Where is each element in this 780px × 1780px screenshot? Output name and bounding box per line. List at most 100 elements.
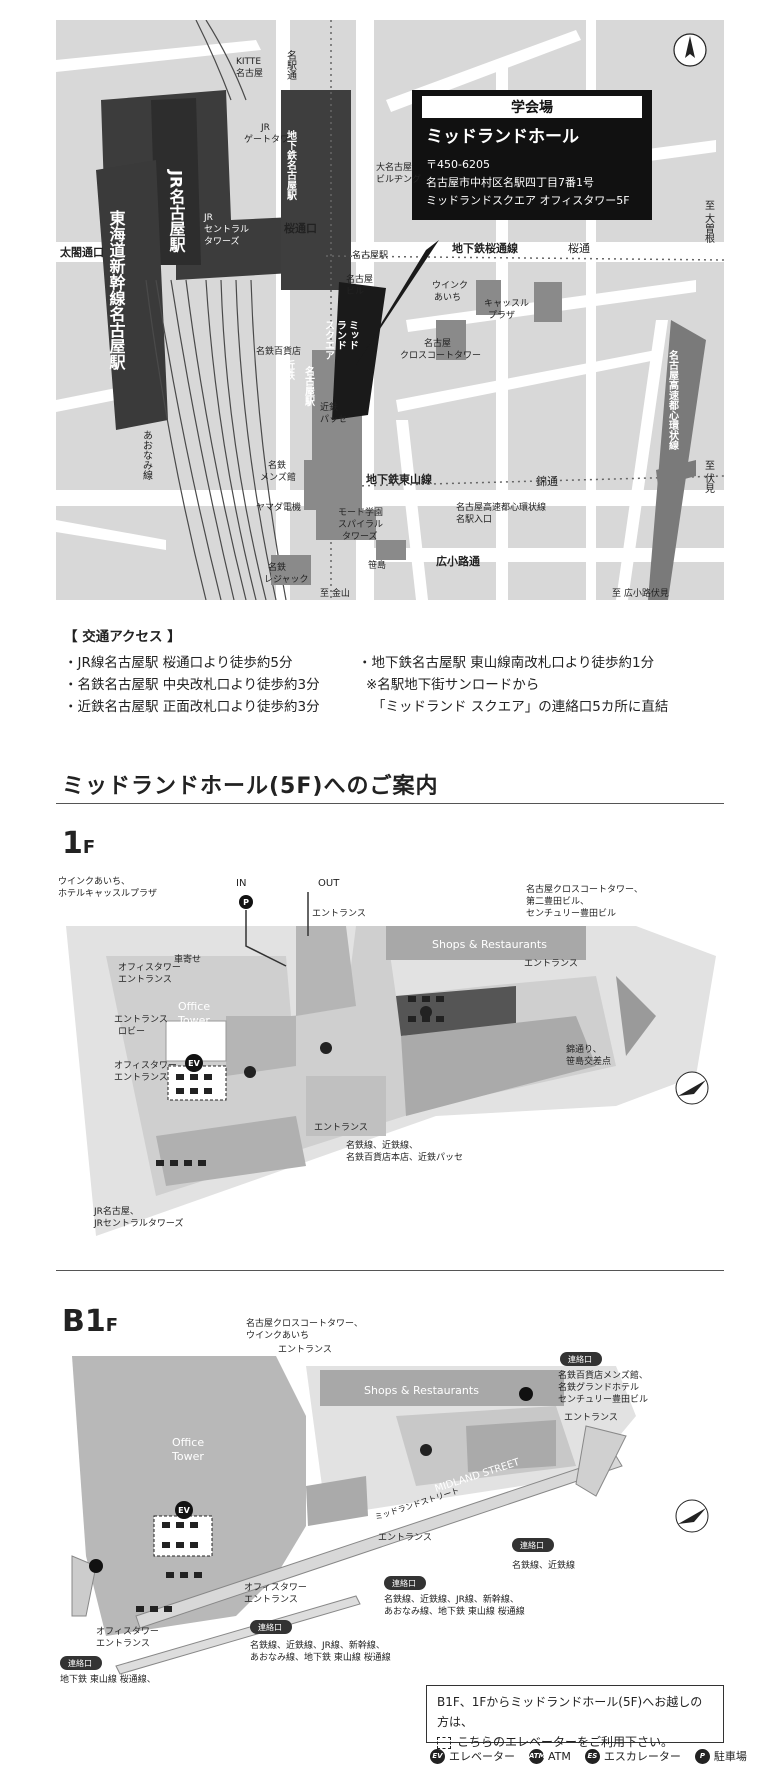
b1-renraku-2: 連絡口 <box>520 1540 544 1550</box>
access-right-1: ※名駅地下街サンロードから <box>366 677 540 693</box>
b1-office-ent2-2: エントランス <box>96 1638 150 1649</box>
f1-office-ent2: オフィスタワー <box>114 1060 177 1071</box>
f1-nishiki: 錦通り、 <box>566 1043 602 1055</box>
label-kintetsu: 近鉄 <box>283 359 295 381</box>
label-mode-3: タワーズ <box>342 530 378 542</box>
f1-office-tower: Office <box>178 1000 210 1013</box>
f1-office-tower-2: Tower <box>177 1014 210 1027</box>
b1-office-ent-2: エントランス <box>244 1594 298 1605</box>
label-nishiki: 錦通 <box>536 474 558 488</box>
b1-lines-c: 名鉄線、近鉄線、JR線、新幹線、 <box>250 1639 385 1651</box>
b1-office-tower: Office <box>172 1436 204 1449</box>
access-right-0: ・地下鉄名古屋駅 東山線南改札口より徒歩約1分 <box>358 655 655 671</box>
area-map: 学会場 ミッドランドホール 〒450-6205 名古屋市中村区名駅四丁目7番1号… <box>56 20 724 600</box>
f1-wink-2: ホテルキャッスルプラザ <box>58 888 157 899</box>
label-jrct-2: セントラル <box>204 224 249 235</box>
legend-atm-label: ATM <box>548 1749 571 1763</box>
b1-renraku-1: 連絡口 <box>568 1354 592 1364</box>
access-left-2: ・近鉄名古屋駅 正面改札口より徒歩約3分 <box>64 699 320 715</box>
access-right-2: 「ミッドランド スクエア」の連絡口5カ所に直結 <box>372 699 669 715</box>
venue-header: 学会場 <box>511 99 553 116</box>
f1-lobby: エントランス <box>114 1014 168 1025</box>
svg-text:EV: EV <box>178 1506 190 1515</box>
venue-address-1: 名古屋市中村区名駅四丁目7番1号 <box>426 175 594 189</box>
label-nagoya-eki: 名古屋駅 <box>352 249 388 261</box>
label-cross-2: クロスコートタワー <box>400 350 481 361</box>
label-dai-nagoya-2: ビルヂング <box>376 173 421 185</box>
floor-1f-suffix: F <box>82 837 96 858</box>
atm-icon <box>89 1387 533 1573</box>
floor-1f-label: 1F <box>62 826 95 861</box>
floor-b1f-map: EV 連絡口 連絡口 連絡口 連絡口 連絡口 名古屋クロスコートタワー、 ウイン… <box>60 1317 709 1685</box>
f1-wink: ウインクあいち、 <box>58 876 130 887</box>
f1-cross: 名古屋クロスコートタワー、 <box>526 883 643 895</box>
label-sakura-line: 地下鉄桜通線 <box>452 241 518 255</box>
b1-lines-b: 名鉄線、近鉄線、JR線、新幹線、 <box>384 1593 519 1605</box>
north-arrow-icon <box>673 33 707 67</box>
label-dai-nagoya: 大名古屋 <box>376 161 412 173</box>
elevator-icon: EV <box>430 1748 445 1764</box>
label-chikatetsu: 地下鉄名古屋駅 <box>285 129 298 201</box>
label-mens: 名鉄 <box>268 459 286 471</box>
label-shinkansen: 東海道新幹線名古屋駅 <box>107 209 127 371</box>
label-meieki: 名駅通 <box>285 49 297 80</box>
f1-entrance-top: エントランス <box>312 908 366 919</box>
label-meitetsu-dept: 名鉄百貨店 <box>256 345 301 357</box>
b1-office-tower-2: Tower <box>171 1450 204 1463</box>
label-aonami: あおなみ線 <box>141 430 153 480</box>
parking-legend-icon: P <box>694 1748 710 1764</box>
access-left-1: ・名鉄名古屋駅 中央改札口より徒歩約3分 <box>64 677 320 693</box>
f1-office-ent: オフィスタワー <box>118 962 181 973</box>
label-in: IN <box>236 878 246 889</box>
access-left: ・JR線名古屋駅 桜通口より徒歩約5分 ・名鉄名古屋駅 中央改札口より徒歩約3分… <box>64 652 320 718</box>
label-castle: キャッスル <box>484 299 529 309</box>
b1-entrance-right: エントランス <box>564 1412 618 1423</box>
label-jr-gate-2: ゲートタワー <box>244 133 298 145</box>
label-hirokoji-to: 至 広小路伏見 <box>612 587 669 599</box>
legend-p-label: 駐車場 <box>713 1750 747 1763</box>
b1-office-ent: オフィスタワー <box>244 1582 307 1593</box>
access-right: ・地下鉄名古屋駅 東山線南改札口より徒歩約1分 ※名駅地下街サンロードから 「ミ… <box>358 652 668 718</box>
label-mode: モード学園 <box>338 506 383 518</box>
label-midland-3: スクエア <box>323 320 335 360</box>
label-exp-entry: 名古屋高速都心環状線 <box>456 501 546 513</box>
north-arrow-1f-icon <box>675 1071 709 1105</box>
label-expressway: 名古屋高速都心環状線 <box>667 349 680 451</box>
svg-text:EV: EV <box>188 1059 200 1068</box>
label-taiko: 太閤通口 <box>59 245 104 259</box>
label-hirokoji: 広小路通 <box>436 554 480 568</box>
ev-icon: EV <box>185 1054 203 1072</box>
label-midland-1: ミッド <box>347 320 358 350</box>
access-title: 【 交通アクセス 】 <box>64 629 181 645</box>
f1-shops: Shops & Restaurants <box>432 938 547 951</box>
divider <box>56 803 724 804</box>
venue-name: ミッドランドホール <box>426 127 579 147</box>
escalator-b1-icon <box>420 1444 432 1456</box>
label-passe-2: パッセ <box>320 414 347 425</box>
guide-title: ミッドランドホール(5F)へのご案内 <box>62 774 439 799</box>
label-exp-entry-2: 名駅入口 <box>456 513 492 525</box>
svg-text:P: P <box>243 898 249 907</box>
north-arrow-b1-icon <box>675 1499 709 1533</box>
b1-cross-2: ウインクあいち <box>246 1330 309 1341</box>
legend-es-label: エスカレーター <box>603 1750 681 1763</box>
legend-ev-label: エレベーター <box>449 1750 515 1763</box>
label-nagoya-bldg-2: ビル <box>346 286 364 297</box>
f1-lobby-2: ロビー <box>118 1026 145 1037</box>
floor-b1f-suffix: F <box>105 1315 119 1336</box>
f1-office-ent-2: エントランス <box>118 974 172 985</box>
f1-entrance-bottom: エントランス <box>314 1122 368 1133</box>
note-line-2: こちらのエレベーターをご利用下さい。 <box>437 1732 713 1752</box>
b1-cross: 名古屋クロスコートタワー、 <box>246 1317 363 1329</box>
f1-cross-3: センチュリー豊田ビル <box>526 907 616 919</box>
label-sasashima: 笹島 <box>368 559 386 571</box>
b1-renraku-5: 連絡口 <box>68 1658 92 1668</box>
label-out: OUT <box>318 878 340 889</box>
floor-1f-number: 1 <box>62 826 83 861</box>
f1-kuruma: 車寄せ <box>174 953 201 965</box>
atm-legend-icon: ATM <box>529 1748 546 1764</box>
parking-icon: P <box>239 895 253 909</box>
label-lejac-2: レジャック <box>264 574 309 585</box>
escalator-icon <box>244 1006 432 1078</box>
